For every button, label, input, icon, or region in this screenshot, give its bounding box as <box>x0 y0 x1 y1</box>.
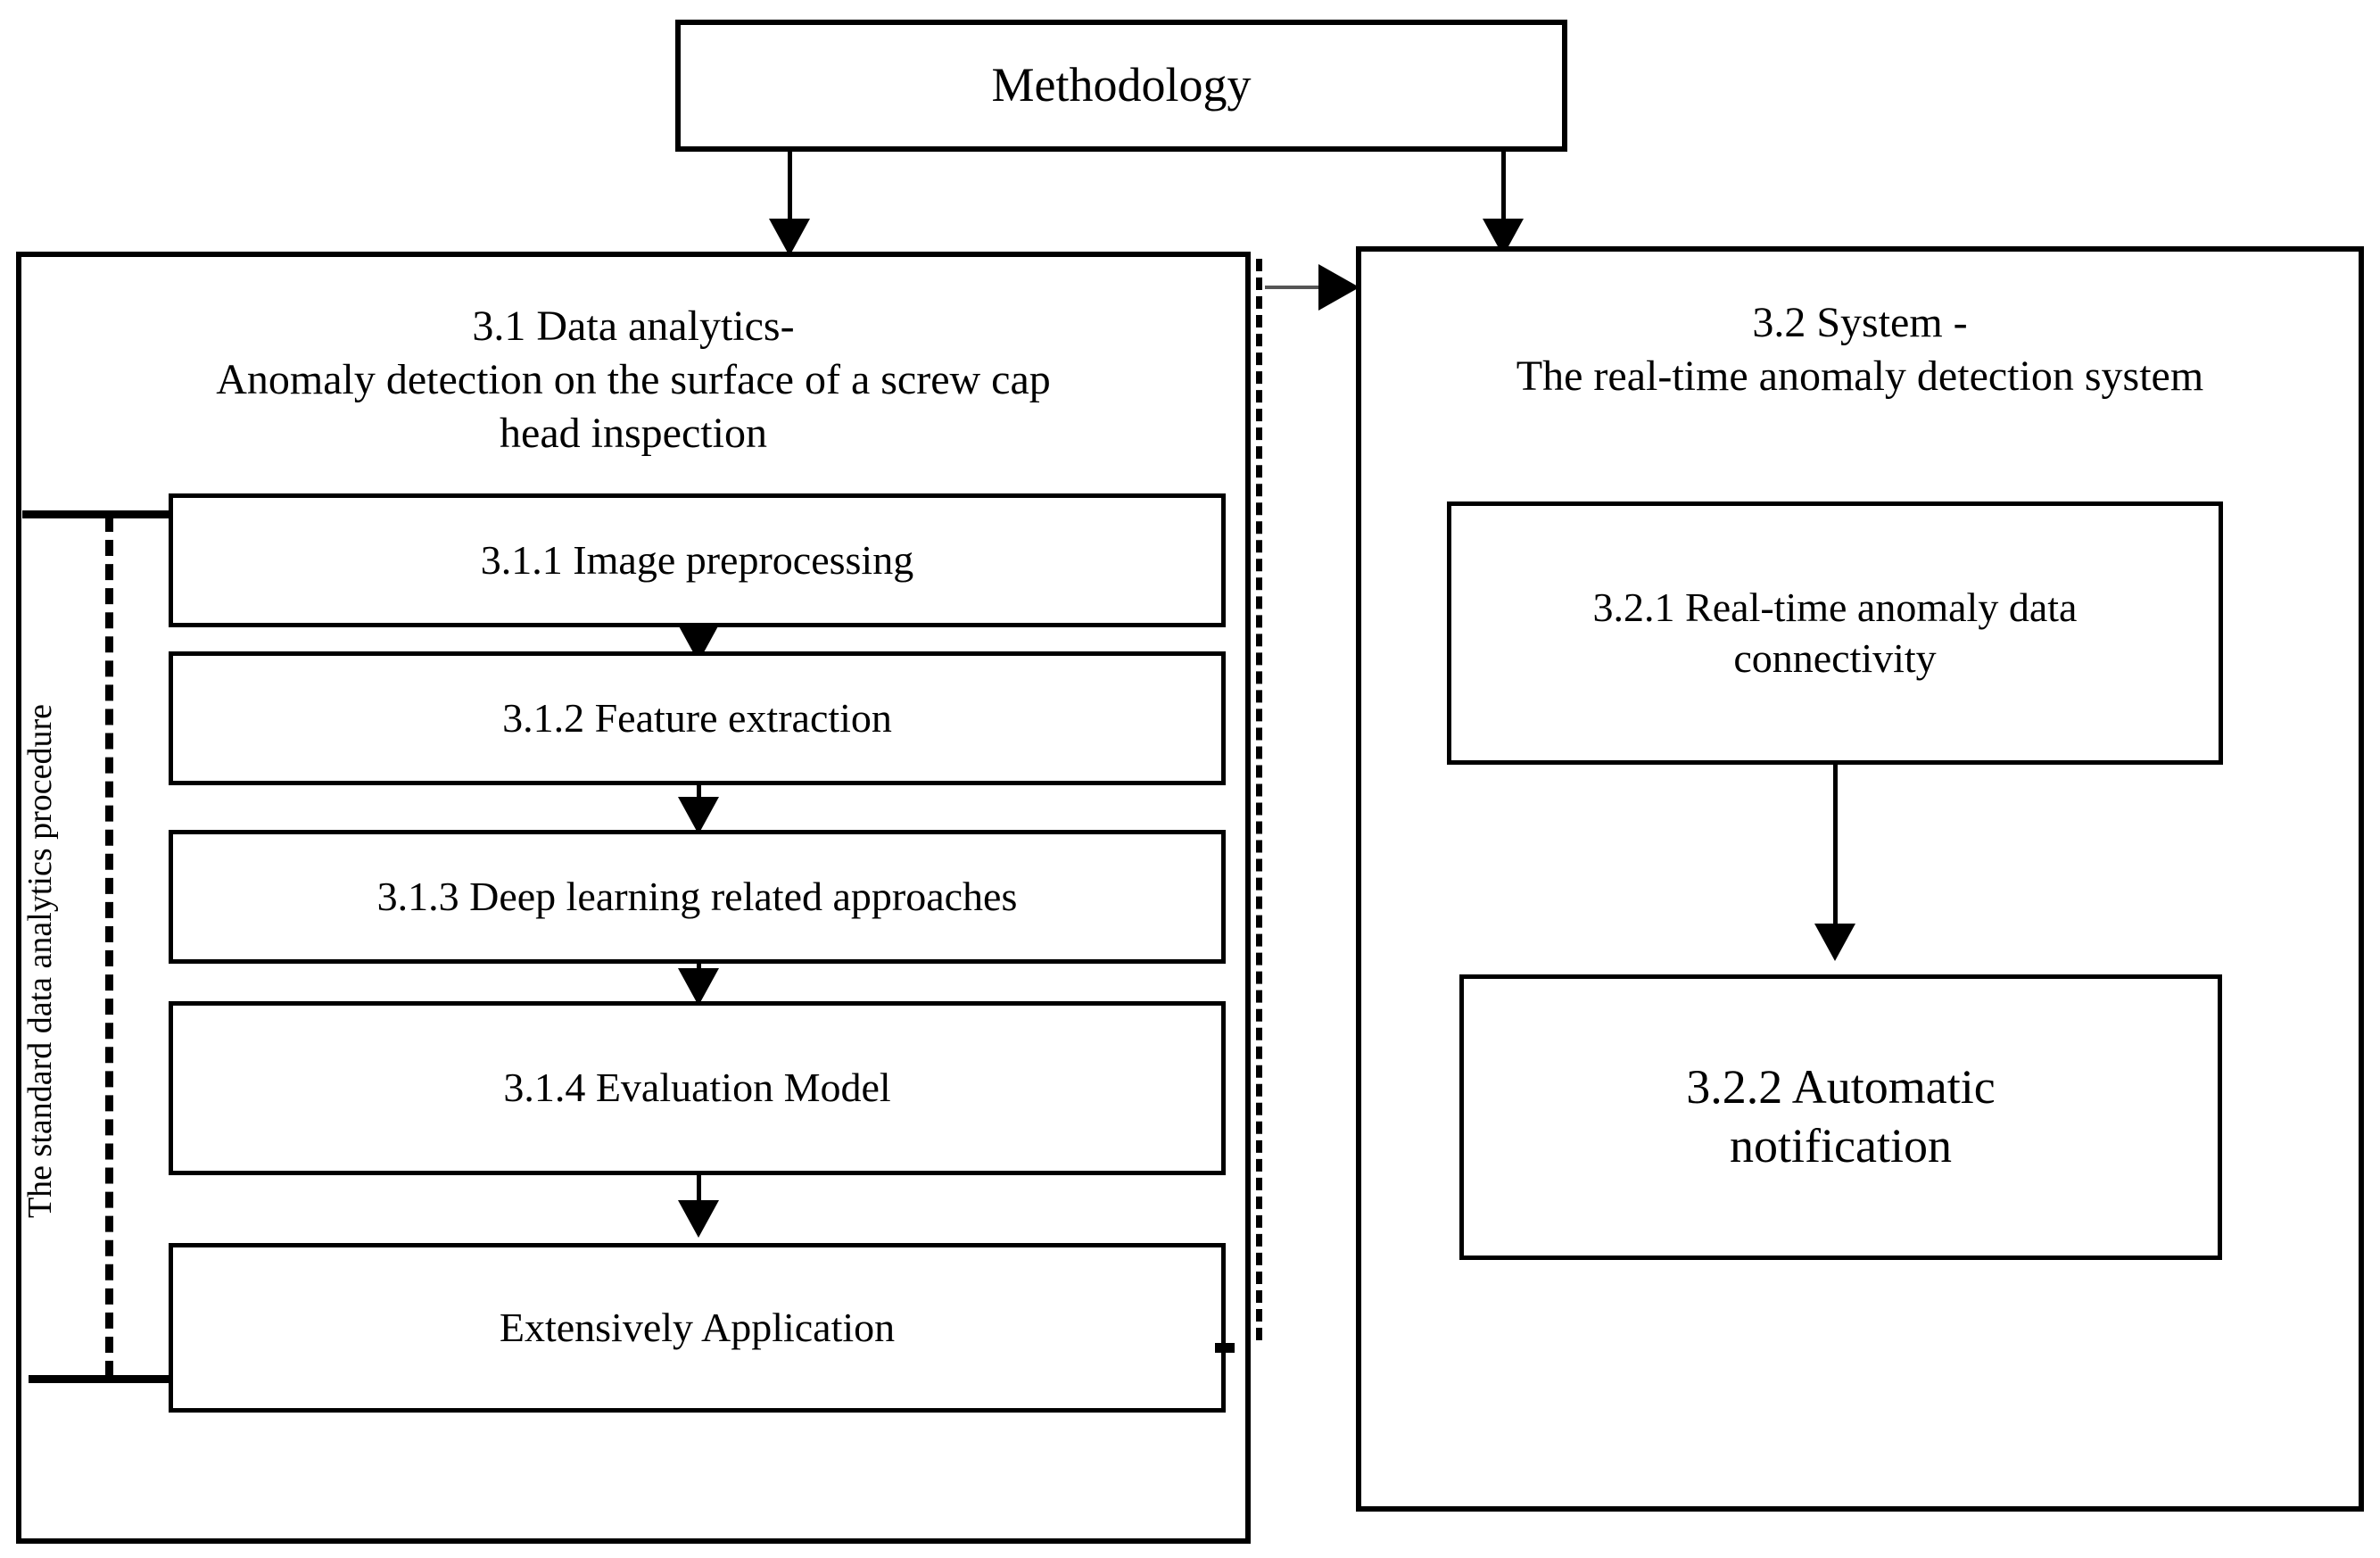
connector-methodology-to-system <box>1501 152 1506 230</box>
arrowhead-down-icon <box>769 219 810 256</box>
connector-methodology-to-data-analytics <box>788 152 792 230</box>
panel-separator-tick <box>1215 1343 1235 1353</box>
node-realtime-anomaly-data-connectivity-label: 3.2.1 Real-time anomaly data connectivit… <box>1592 584 2078 681</box>
node-methodology-label: Methodology <box>991 58 1252 112</box>
node-image-preprocessing-label: 3.1.1 Image preprocessing <box>480 536 914 583</box>
arrowhead-right-icon <box>1318 264 1359 311</box>
node-automatic-notification-label: 3.2.2 Automatic notification <box>1686 1060 1996 1173</box>
panel-system[interactable]: 3.2 System - The real-time anomaly detec… <box>1356 246 2364 1512</box>
node-image-preprocessing[interactable]: 3.1.1 Image preprocessing <box>169 493 1226 627</box>
arrowhead-down-icon <box>678 797 719 834</box>
arrowhead-down-icon <box>1814 924 1855 961</box>
annotation-standard-procedure: The standard data analytics procedure <box>21 703 59 1219</box>
node-automatic-notification[interactable]: 3.2.2 Automatic notification <box>1459 974 2222 1260</box>
bracket-bottom-rule <box>29 1375 173 1383</box>
panel-system-title: 3.2 System - The real-time anomaly detec… <box>1516 299 2204 400</box>
node-extensively-application-label: Extensively Application <box>499 1304 896 1350</box>
node-feature-extraction[interactable]: 3.1.2 Feature extraction <box>169 651 1226 785</box>
node-extensively-application[interactable]: Extensively Application <box>169 1243 1226 1413</box>
panel-separator-dashed-line <box>1256 259 1262 1340</box>
connector-321-to-322 <box>1833 765 1838 934</box>
node-evaluation-model[interactable]: 3.1.4 Evaluation Model <box>169 1001 1226 1175</box>
node-deep-learning-approaches-label: 3.1.3 Deep learning related approaches <box>376 873 1018 919</box>
node-methodology[interactable]: Methodology <box>675 20 1567 152</box>
arrowhead-down-icon <box>678 1200 719 1238</box>
panel-data-analytics-title: 3.1 Data analytics- Anomaly detection on… <box>216 302 1051 457</box>
connector-data-analytics-to-system <box>1265 286 1363 289</box>
connector-314-to-application <box>697 1175 701 1202</box>
node-feature-extraction-label: 3.1.2 Feature extraction <box>502 694 892 741</box>
arrowhead-down-icon <box>678 968 719 1006</box>
bracket-dashed-rule <box>105 516 113 1377</box>
connector-312-to-313 <box>697 785 701 805</box>
node-deep-learning-approaches[interactable]: 3.1.3 Deep learning related approaches <box>169 830 1226 964</box>
node-evaluation-model-label: 3.1.4 Evaluation Model <box>503 1065 891 1111</box>
node-realtime-anomaly-data-connectivity[interactable]: 3.2.1 Real-time anomaly data connectivit… <box>1447 501 2223 765</box>
bracket-top-rule <box>22 510 172 518</box>
